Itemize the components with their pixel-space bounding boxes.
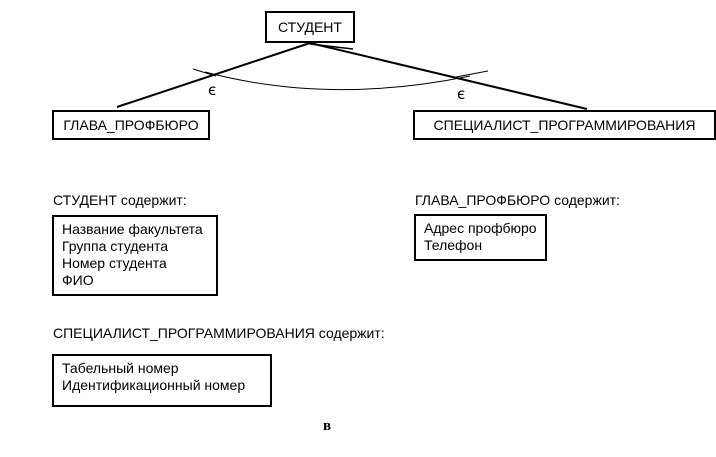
- connector-right: [309, 42, 588, 110]
- relation-symbol-right: є: [457, 85, 466, 103]
- entity-student: СТУДЕНТ: [265, 11, 355, 43]
- inheritance-arc: [204, 71, 471, 91]
- entity-student-label: СТУДЕНТ: [278, 19, 342, 35]
- attr-item: Группа студента: [62, 238, 169, 254]
- specialist-attrs-box: Табельный номер Идентификационный номер: [52, 354, 272, 407]
- specialist-attrs-heading: СПЕЦИАЛИСТ_ПРОГРАММИРОВАНИЯ содержит:: [53, 325, 385, 341]
- tick-left: [192, 68, 217, 77]
- relation-symbol-left: є: [208, 81, 217, 99]
- attr-item: Табельный номер: [62, 360, 179, 376]
- root-underline: [309, 43, 354, 50]
- tick-right: [455, 70, 489, 78]
- attr-item: Номер студента: [62, 255, 167, 271]
- figure-letter: в: [323, 418, 332, 434]
- attr-item: ФИО: [62, 272, 94, 288]
- entity-head-profburo: ГЛАВА_ПРОФБЮРО: [52, 110, 210, 140]
- attr-item: Идентификационный номер: [62, 377, 246, 393]
- head-attrs-box: Адрес профбюро Телефон: [414, 214, 547, 261]
- head-attrs-heading: ГЛАВА_ПРОФБЮРО содержит:: [415, 192, 620, 208]
- attr-item: Телефон: [424, 237, 483, 253]
- student-attrs-heading: СТУДЕНТ содержит:: [53, 192, 187, 208]
- attr-item: Адрес профбюро: [424, 220, 537, 236]
- student-attrs-box: Название факультета Группа студента Номе…: [52, 215, 218, 296]
- entity-programming-specialist-label: СПЕЦИАЛИСТ_ПРОГРАММИРОВАНИЯ: [433, 117, 696, 133]
- entity-programming-specialist: СПЕЦИАЛИСТ_ПРОГРАММИРОВАНИЯ: [413, 110, 716, 140]
- entity-head-profburo-label: ГЛАВА_ПРОФБЮРО: [63, 117, 199, 133]
- attr-item: Название факультета: [62, 221, 203, 237]
